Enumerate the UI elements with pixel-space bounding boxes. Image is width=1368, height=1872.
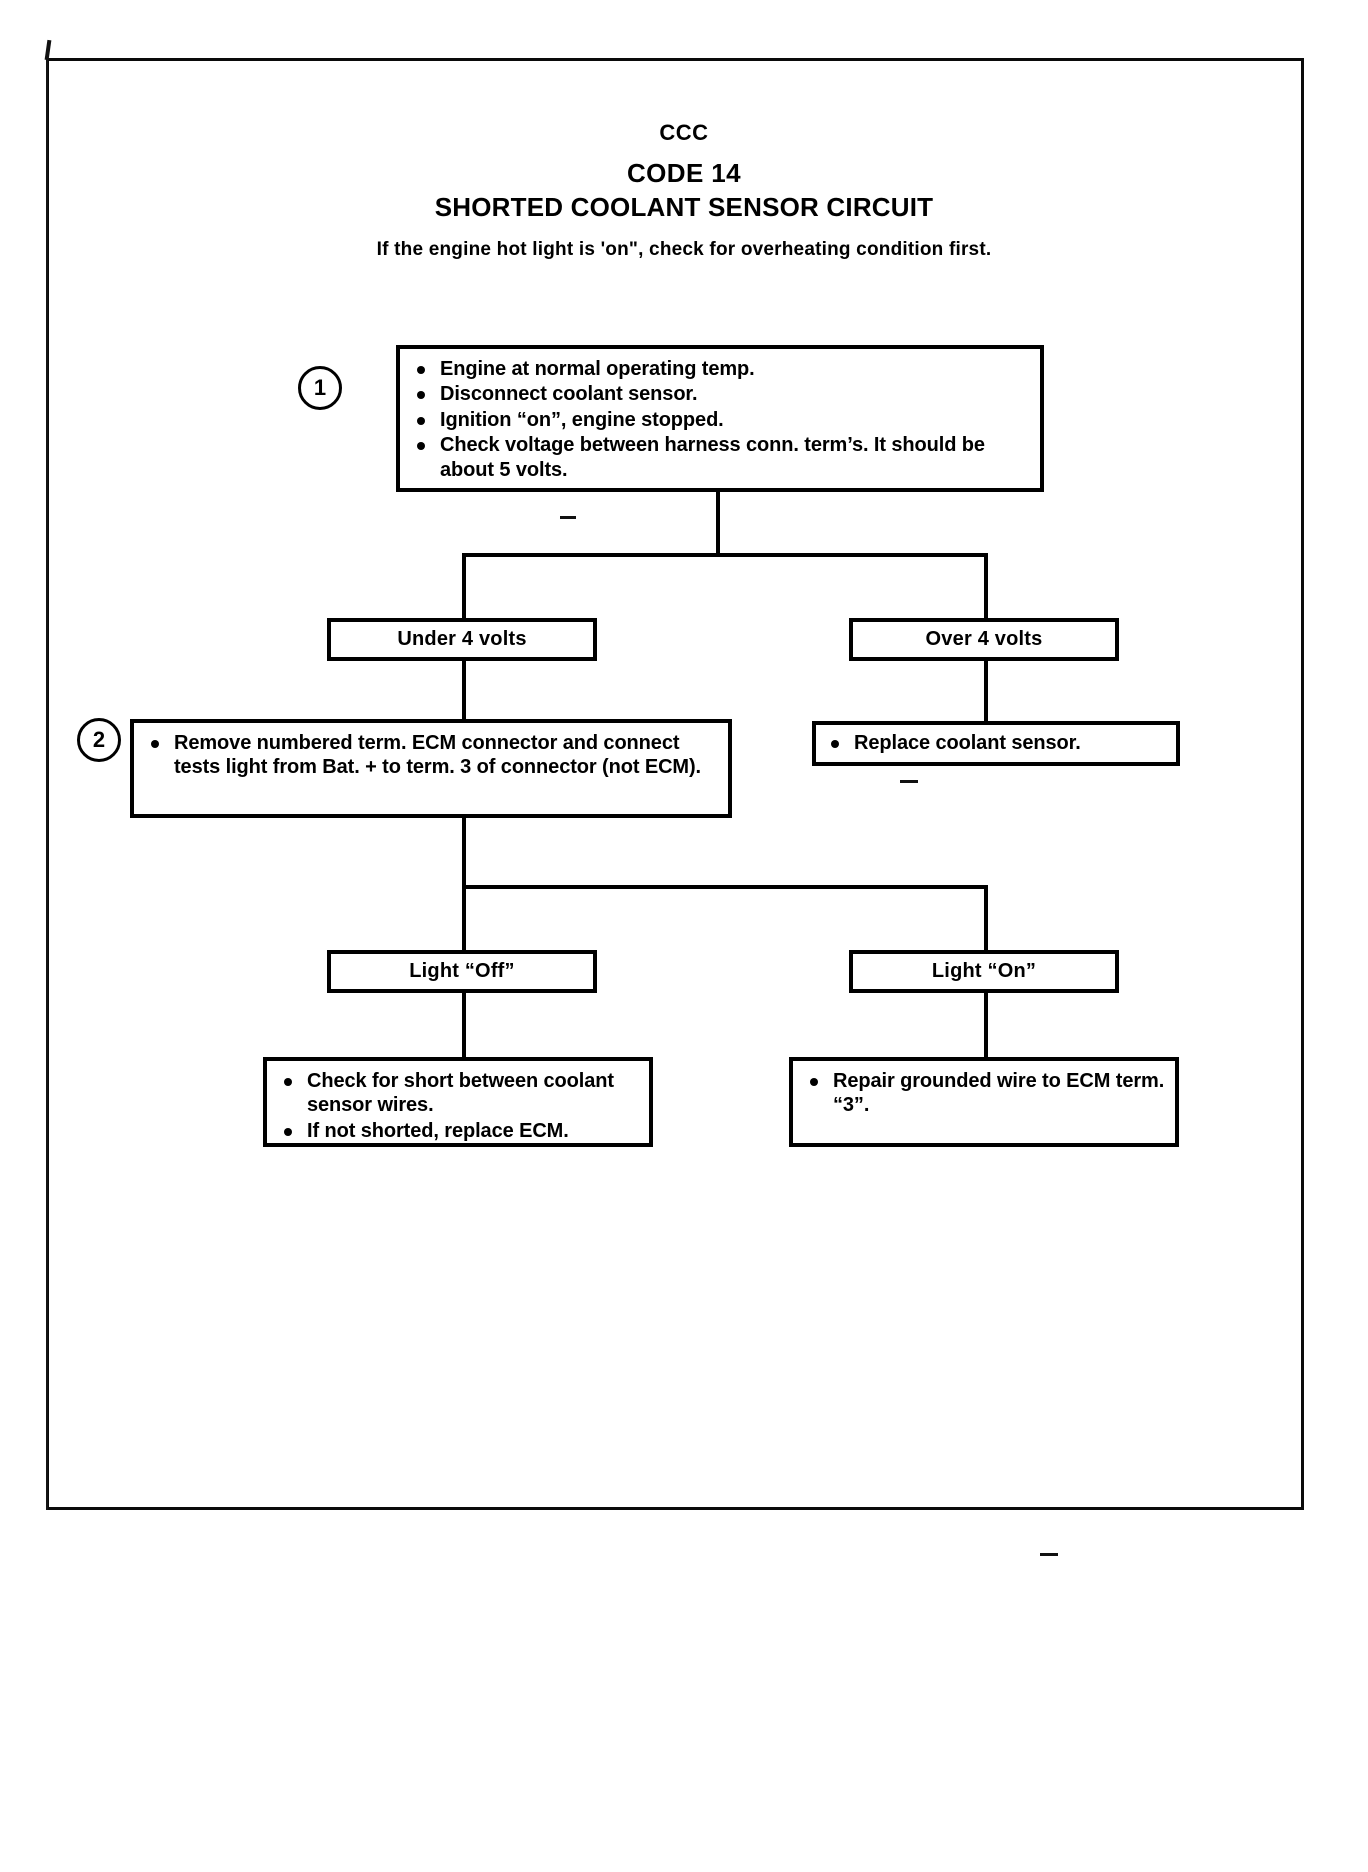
connector-line [984, 885, 988, 952]
replace-sensor-bullet-list: Replace coolant sensor. [826, 731, 1168, 755]
list-item: Ignition “on”, engine stopped. [412, 408, 1030, 432]
connector-line [462, 553, 466, 620]
chart-note: If the engine hot light is 'on", check f… [376, 239, 992, 260]
connector-line [462, 991, 466, 1059]
scan-artifact [1040, 1553, 1058, 1556]
result-grounded-bullet-list: Repair grounded wire to ECM term. “3”. [805, 1069, 1165, 1118]
scan-artifact [560, 516, 576, 519]
connector-line [984, 991, 988, 1059]
list-item: If not shorted, replace ECM. [279, 1119, 639, 1143]
connector-line [462, 553, 988, 557]
result-repair-grounded-wire-box: Repair grounded wire to ECM term. “3”. [789, 1057, 1179, 1147]
step2-box: Remove numbered term. ECM connector and … [130, 719, 732, 818]
connector-line [462, 885, 466, 952]
list-item: Replace coolant sensor. [826, 731, 1168, 755]
step2-bullet-list: Remove numbered term. ECM connector and … [146, 731, 718, 780]
list-item: Repair grounded wire to ECM term. “3”. [805, 1069, 1165, 1118]
connector-line [984, 659, 988, 721]
connector-line [716, 492, 720, 555]
list-item: Disconnect coolant sensor. [412, 382, 1030, 406]
branch-over-4-volts: Over 4 volts [849, 618, 1119, 661]
branch-light-on: Light “On” [849, 950, 1119, 993]
connector-line [984, 553, 988, 620]
connector-line [462, 885, 988, 889]
chart-title: SHORTED COOLANT SENSOR CIRCUIT [434, 192, 934, 222]
system-label: CCC [659, 120, 709, 145]
result-check-short-box: Check for short between coolant sensor w… [263, 1057, 653, 1147]
list-item: Check for short between coolant sensor w… [279, 1069, 639, 1118]
code-label: CODE 14 [626, 158, 742, 188]
step1-box: Engine at normal operating temp. Disconn… [396, 345, 1044, 492]
replace-coolant-sensor-box: Replace coolant sensor. [812, 721, 1180, 766]
list-item: Engine at normal operating temp. [412, 357, 1030, 381]
list-item: Remove numbered term. ECM connector and … [146, 731, 718, 780]
step1-bullet-list: Engine at normal operating temp. Disconn… [412, 357, 1030, 482]
connector-line [462, 659, 466, 720]
result-short-bullet-list: Check for short between coolant sensor w… [279, 1069, 639, 1143]
connector-line [462, 818, 466, 889]
list-item: Check voltage between harness conn. term… [412, 433, 1030, 482]
scan-artifact [900, 780, 918, 783]
branch-under-4-volts: Under 4 volts [327, 618, 597, 661]
branch-light-off: Light “Off” [327, 950, 597, 993]
step-number-1: 1 [298, 366, 342, 410]
step-number-2: 2 [77, 718, 121, 762]
page-border [46, 58, 1304, 1510]
